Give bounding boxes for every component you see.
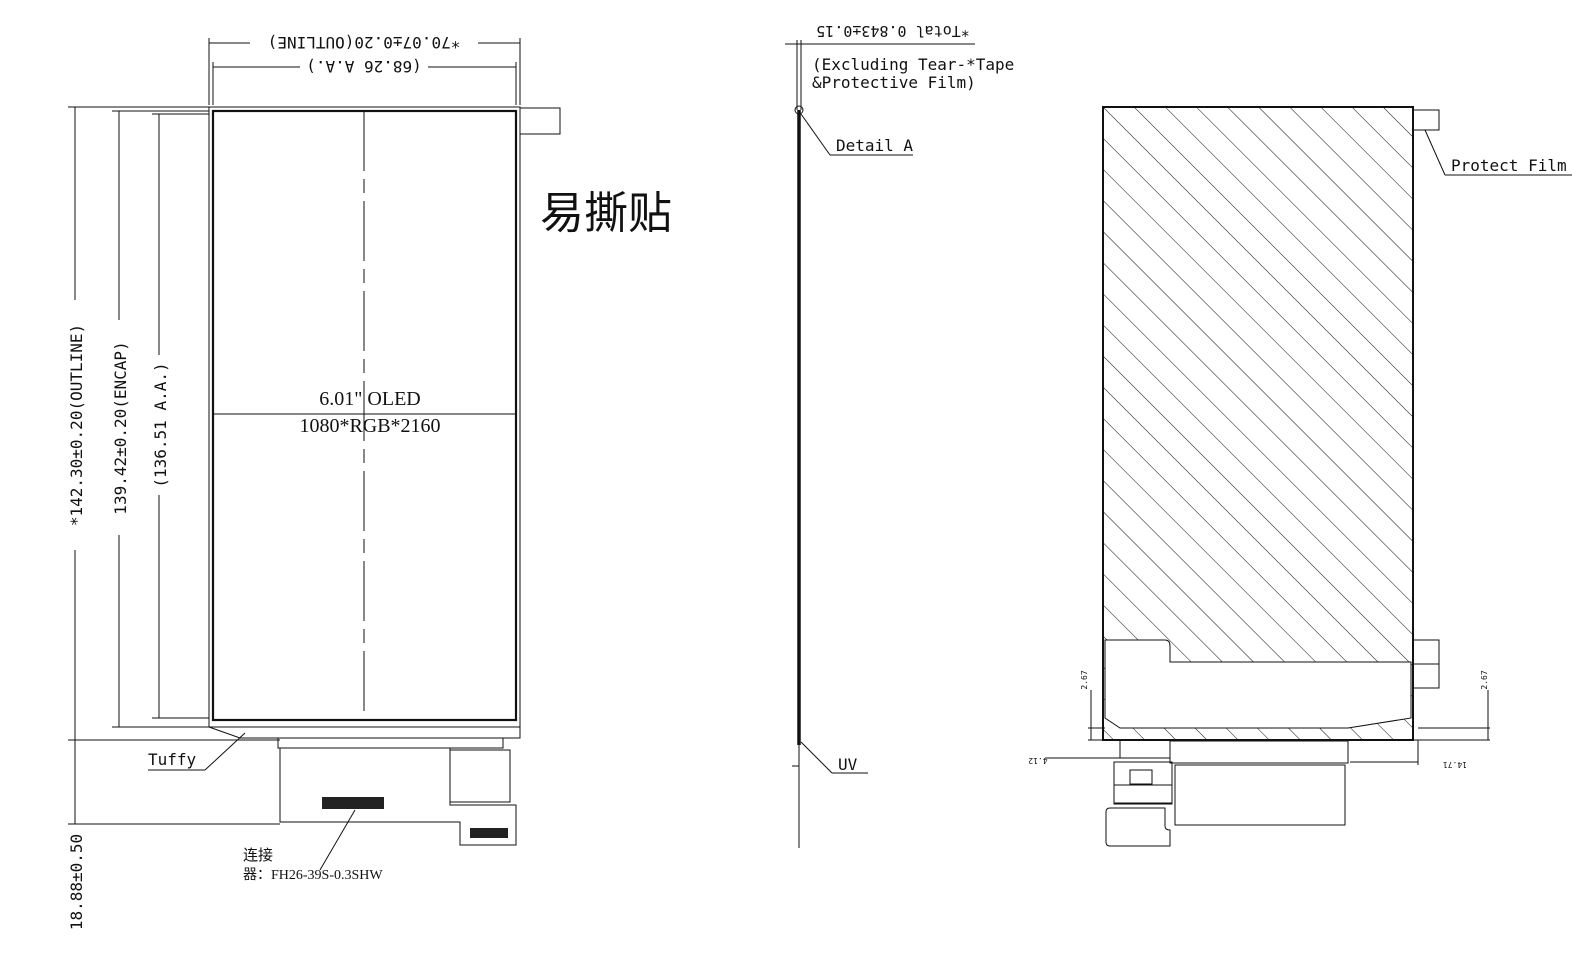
thickness-note-line1: (Excluding Tear-*Tape [812,55,1014,74]
thickness-note-line2: &Protective Film) [812,73,976,92]
back-view: Protect Film 2.67 2.67 4.12 14.71 [1028,106,1572,847]
encap-crosshatch-area [1104,639,1412,729]
resolution-label: 1080*RGB*2160 [299,415,440,437]
total-thickness-dimension: *Total 0.843±0.15 [816,22,970,40]
height-aa-dimension: (136.51 A.A.) [151,362,170,487]
height-encap-dimension: 139.42±0.20(ENCAP) [111,341,130,514]
width-aa-dimension: (68.26 A.A.) [306,57,422,76]
fpc-length-dimension: 18.88±0.50 [67,834,86,930]
fpc-shield-area [1174,764,1346,826]
uv-label: UV [838,755,858,774]
panel-outline [208,106,521,728]
detail-a-label: Detail A [836,136,913,155]
fpc-tail [1105,807,1171,847]
protect-film-label: Protect Film [1451,156,1567,175]
back-cover-hatched [1102,106,1414,741]
tuffy-label: Tuffy [148,750,197,769]
front-view: *70.07±0.20(OUTLINE) (68.26 A.A.) 易撕贴 6.… [67,33,672,930]
side-view: *Total 0.843±0.15 (Excluding Tear-*Tape … [785,22,1014,848]
panel-size-label: 6.01" OLED [319,388,420,410]
width-outline-dimension: *70.07±0.20(OUTLINE) [268,33,461,52]
dim-offset-left: 4.12 [1028,756,1047,765]
tear-tape-tab [519,107,561,135]
dim-offset-right: 14.71 [1443,760,1467,769]
dim-left-267: 2.67 [1080,670,1089,689]
tear-tape-label: 易撕贴 [540,189,672,238]
height-outline-dimension: *142.30±0.20(OUTLINE) [67,324,86,526]
dim-right-267: 2.67 [1480,670,1489,689]
connector-label-line1: 连接 [243,847,273,864]
connector-label-line2: 器：FH26-39S-0.3SHW [243,868,383,883]
